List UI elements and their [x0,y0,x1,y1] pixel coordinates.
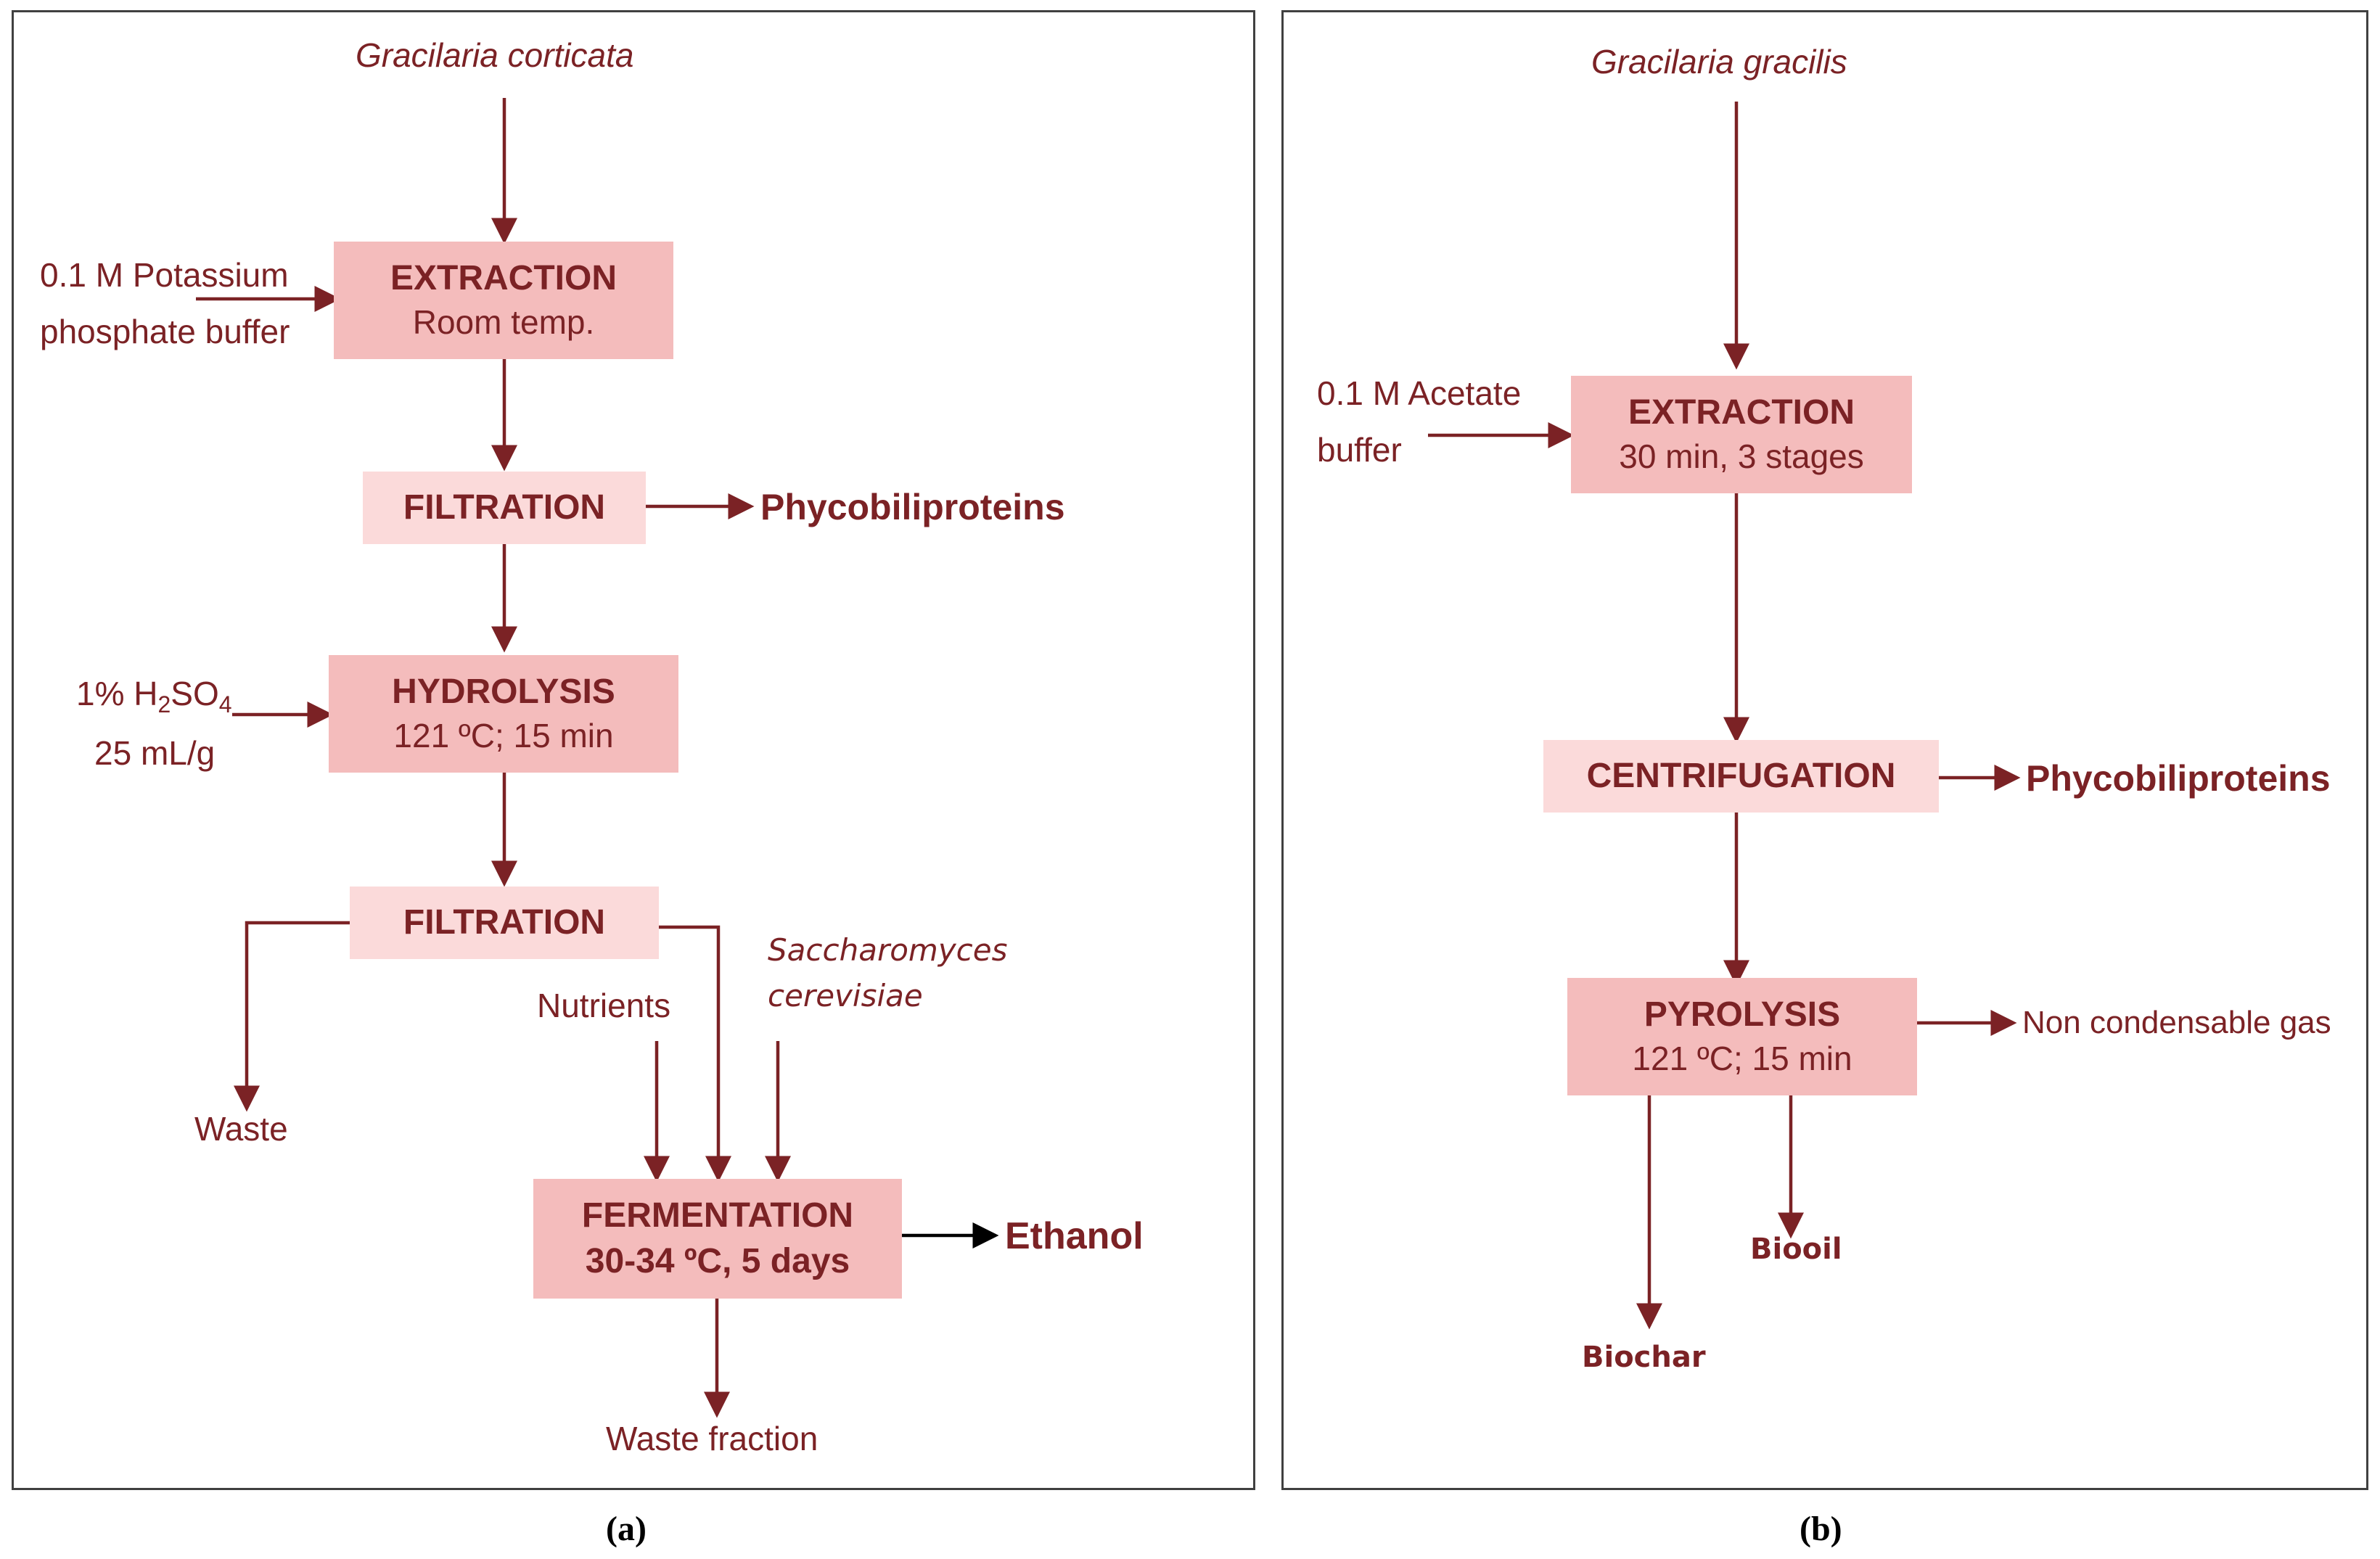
acid-concentration: 1% H2SO4 [76,675,232,718]
fermentation-sub: 30-34 ºC, 5 days [585,1241,850,1280]
phycobiliproteins-label-b: Phycobiliproteins [2026,758,2331,799]
gas-label: Non condensable gas [2022,1005,2331,1040]
phycobiliproteins-label-a: Phycobiliproteins [760,487,1065,527]
source-label-a: Gracilaria corticata [356,36,634,74]
extraction-box-b: EXTRACTION 30 min, 3 stages [1571,376,1912,493]
acid-ratio: 25 mL/g [94,733,216,772]
filtration-title-a2: FILTRATION [403,902,606,942]
source-label-b: Gracilaria gracilis [1591,43,1847,81]
extraction-input-line1-b: 0.1 M Acetate [1317,374,1522,412]
extraction-input-line2-b: buffer [1317,431,1402,469]
arrow-filtration2-to-fermentation [659,925,731,1182]
waste-label: Waste [194,1110,288,1148]
biooil-label: Biooil [1750,1233,1842,1266]
extraction-sub-b: 30 min, 3 stages [1619,437,1864,476]
extraction-title-a: EXTRACTION [390,258,617,297]
ethanol-label: Ethanol [1005,1215,1144,1257]
yeast-label: Saccharomyces cerevisiae [768,927,1007,1019]
extraction-title-b: EXTRACTION [1628,392,1855,432]
waste-fraction-label: Waste fraction [606,1420,818,1457]
biochar-label: Biochar [1582,1341,1706,1374]
centrifugation-title: CENTRIFUGATION [1586,756,1896,795]
pyrolysis-title: PYROLYSIS [1644,995,1841,1034]
hydrolysis-sub: 121 ºC; 15 min [393,717,614,755]
arrow-filtration2-to-waste [234,921,350,1112]
filtration-title-a1: FILTRATION [403,488,606,527]
hydrolysis-box: HYDROLYSIS 121 ºC; 15 min [329,655,678,773]
extraction-box-a: EXTRACTION Room temp. [334,242,673,359]
caption-b: (b) [1800,1510,1842,1548]
yeast-line2: cerevisiae [768,978,923,1013]
extraction-input-line1-a: 0.1 M Potassium [40,256,289,294]
caption-a: (a) [606,1510,647,1548]
extraction-input-label-a: 0.1 M Potassium phosphate buffer [40,247,290,360]
fermentation-title: FERMENTATION [581,1196,854,1235]
filtration-box-a1: FILTRATION [363,472,646,544]
centrifugation-box: CENTRIFUGATION [1543,740,1939,813]
extraction-sub-a: Room temp. [412,303,595,342]
pyrolysis-box: PYROLYSIS 121 ºC; 15 min [1567,978,1917,1095]
acid-label: 1% H2SO4 25 mL/g [76,665,232,781]
yeast-line1: Saccharomyces [768,932,1008,968]
hydrolysis-title: HYDROLYSIS [392,672,615,711]
filtration-box-a2: FILTRATION [350,887,659,959]
extraction-input-label-b: 0.1 M Acetate buffer [1317,365,1521,478]
fermentation-box: FERMENTATION 30-34 ºC, 5 days [533,1179,902,1299]
extraction-input-line2-a: phosphate buffer [40,313,290,351]
pyrolysis-sub: 121 ºC; 15 min [1632,1040,1852,1078]
nutrients-label: Nutrients [537,987,671,1024]
